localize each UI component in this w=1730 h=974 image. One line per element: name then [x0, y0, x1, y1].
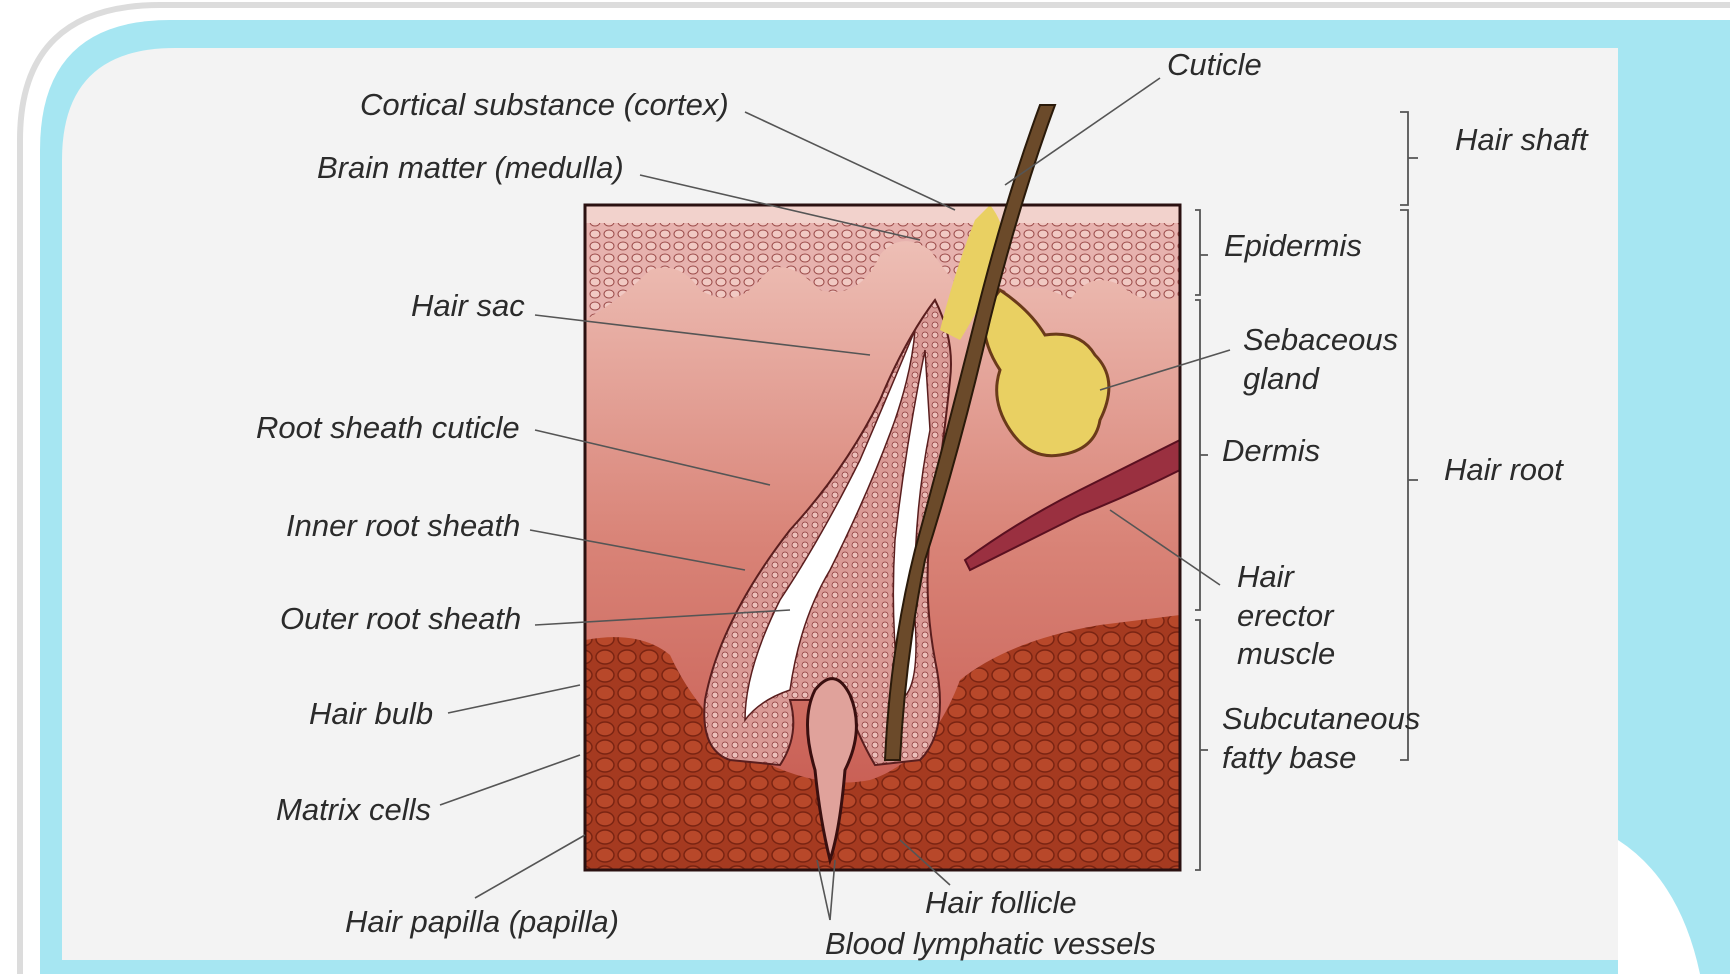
label-hair-sac: Hair sac: [411, 287, 525, 325]
label-sebaceous-2: gland: [1243, 360, 1319, 398]
label-cortex: Cortical substance (cortex): [360, 86, 729, 124]
label-dermis: Dermis: [1222, 432, 1320, 470]
label-hair-bulb: Hair bulb: [309, 695, 433, 733]
label-hair-root: Hair root: [1444, 451, 1563, 489]
label-hair-shaft: Hair shaft: [1455, 121, 1588, 159]
label-sebaceous-1: Sebaceous: [1243, 321, 1398, 359]
label-root-sheath-cuticle: Root sheath cuticle: [256, 409, 520, 447]
label-outer-root-sheath: Outer root sheath: [280, 600, 521, 638]
label-erector-1: Hair: [1237, 558, 1294, 596]
label-hair-follicle: Hair follicle: [925, 884, 1077, 922]
label-subcutaneous-1: Subcutaneous: [1222, 700, 1420, 738]
label-subcutaneous-2: fatty base: [1222, 739, 1356, 777]
label-erector-2: erector: [1237, 597, 1333, 635]
label-hair-papilla: Hair papilla (papilla): [345, 903, 619, 941]
label-matrix-cells: Matrix cells: [276, 791, 431, 829]
label-inner-root-sheath: Inner root sheath: [286, 507, 520, 545]
label-medulla: Brain matter (medulla): [317, 149, 624, 187]
label-cuticle: Cuticle: [1167, 46, 1262, 84]
label-blood-lymphatic-vessels: Blood lymphatic vessels: [825, 925, 1156, 963]
label-erector-3: muscle: [1237, 635, 1335, 673]
label-epidermis: Epidermis: [1224, 227, 1362, 265]
